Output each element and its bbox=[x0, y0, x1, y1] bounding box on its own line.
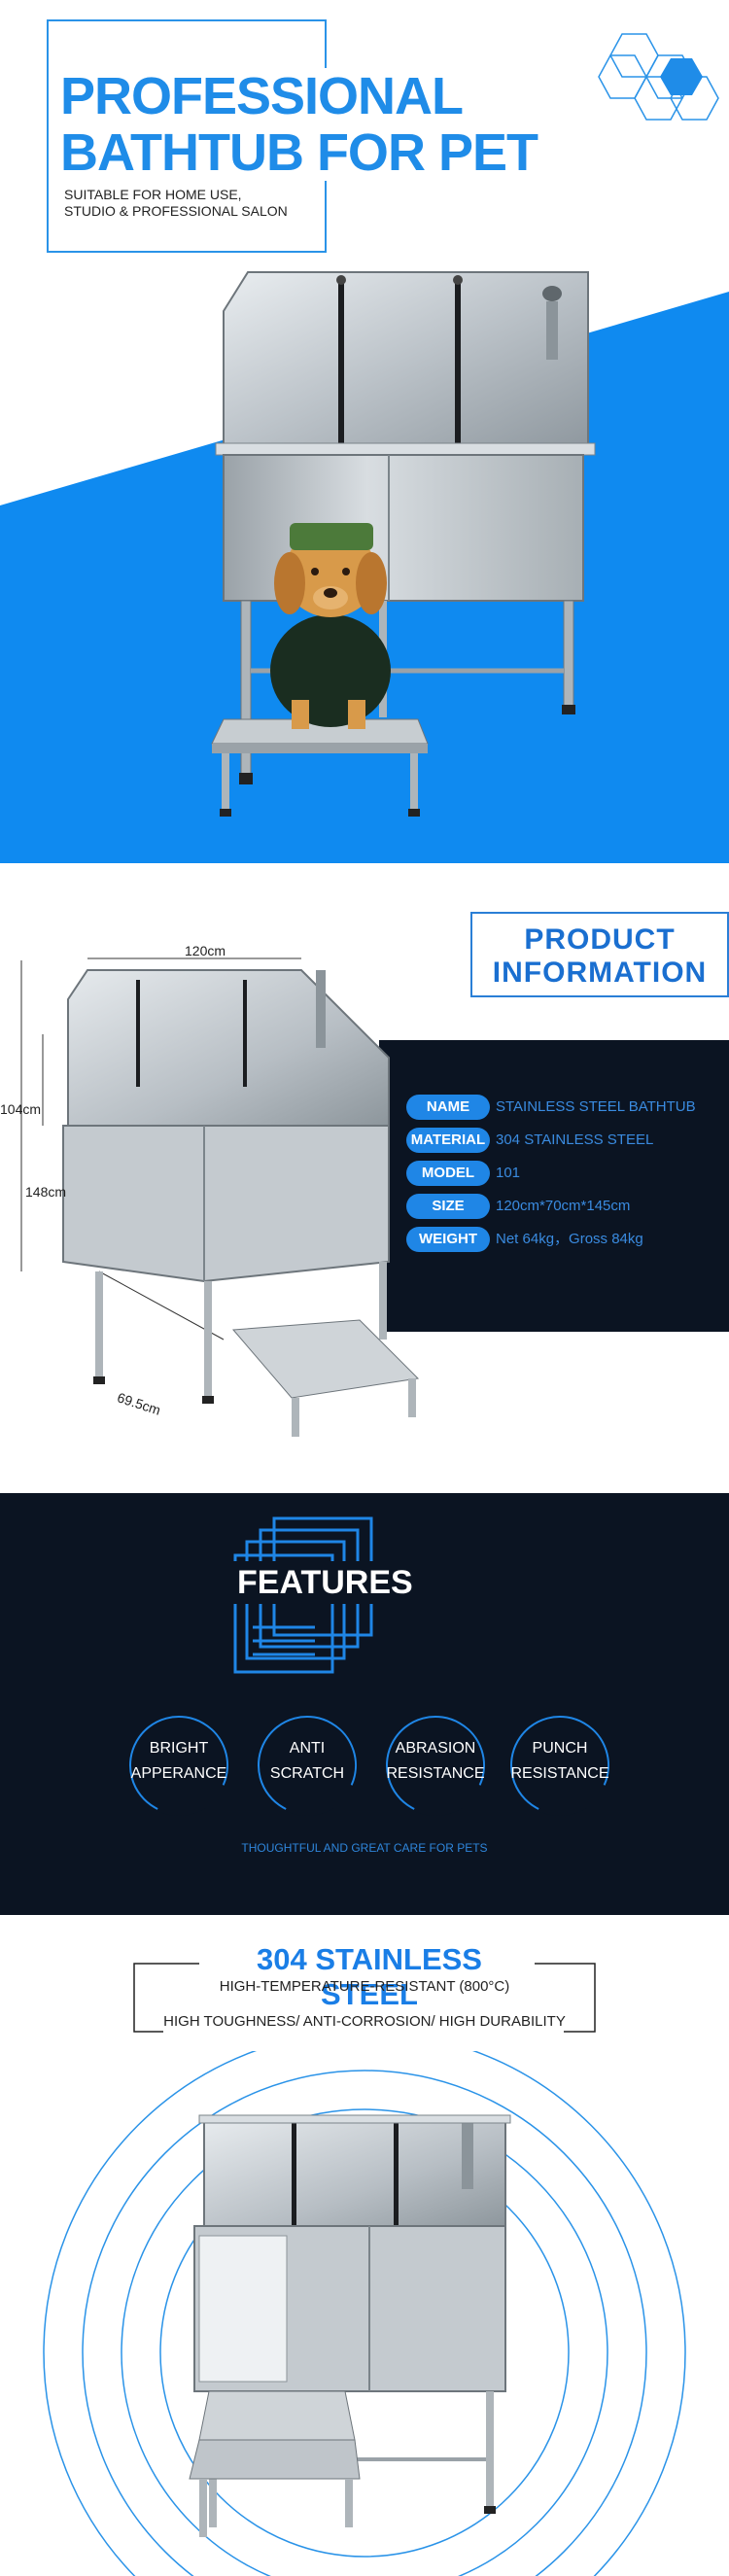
hero-title: PROFESSIONAL BATHTUB FOR PET bbox=[60, 68, 566, 181]
feature-line1: PUNCH bbox=[532, 1740, 588, 1757]
spec-row-name: NAME STAINLESS STEEL BATHTUB bbox=[406, 1095, 727, 1120]
hero-subtitle: SUITABLE FOR HOME USE, STUDIO & PROFESSI… bbox=[64, 187, 317, 220]
feature-text: ANTI SCRATCH bbox=[257, 1736, 358, 1787]
feature-bright-apperance: BRIGHT APPERANCE bbox=[128, 1715, 229, 1816]
feature-line1: ABRASION bbox=[395, 1740, 476, 1757]
bathtub-concentric-image bbox=[43, 2051, 686, 2576]
feature-text: BRIGHT APPERANCE bbox=[128, 1736, 229, 1787]
stainless-steel-section: 304 STAINLESS STEEL HIGH-TEMPERATURE-RES… bbox=[0, 1915, 729, 2576]
feature-line2: RESISTANCE bbox=[386, 1765, 485, 1782]
spec-label: MATERIAL bbox=[406, 1128, 490, 1153]
stainless-steel-line1: HIGH-TEMPERATURE-RESISTANT (800°C) bbox=[219, 1978, 510, 1995]
feature-ring-icon bbox=[258, 1716, 357, 1815]
product-information-title: PRODUCT INFORMATION bbox=[472, 923, 727, 990]
feature-line2: APPERANCE bbox=[130, 1765, 227, 1782]
feature-line2: SCRATCH bbox=[269, 1765, 345, 1782]
spec-label: NAME bbox=[406, 1095, 490, 1120]
spec-label: MODEL bbox=[406, 1161, 490, 1186]
feature-ring-icon bbox=[129, 1716, 228, 1815]
hero-subtitle-line1: SUITABLE FOR HOME USE, bbox=[64, 187, 242, 202]
feature-abrasion-resistance: ABRASION RESISTANCE bbox=[385, 1715, 486, 1816]
product-info-section: PRODUCT INFORMATION bbox=[0, 863, 729, 1493]
feature-line1: BRIGHT bbox=[149, 1740, 209, 1757]
info-dark-panel bbox=[379, 1040, 729, 1332]
feature-text: PUNCH RESISTANCE bbox=[509, 1736, 610, 1787]
spec-value: 101 bbox=[496, 1165, 521, 1181]
spec-row-material: MATERIAL 304 STAINLESS STEEL bbox=[406, 1128, 727, 1153]
feature-text: ABRASION RESISTANCE bbox=[385, 1736, 486, 1787]
spec-row-model: MODEL 101 bbox=[406, 1161, 727, 1186]
spec-value: Net 64kg，Gross 84kg bbox=[496, 1231, 643, 1247]
spec-value: 304 STAINLESS STEEL bbox=[496, 1131, 654, 1148]
info-title-line1: PRODUCT bbox=[524, 923, 676, 956]
spec-label: WEIGHT bbox=[406, 1227, 490, 1252]
feature-punch-resistance: PUNCH RESISTANCE bbox=[509, 1715, 610, 1816]
feature-ring-icon bbox=[510, 1716, 609, 1815]
product-information-title-box: PRODUCT INFORMATION bbox=[470, 912, 729, 997]
dimension-height-total: 148cm bbox=[25, 1184, 67, 1200]
hexagon-decoration-icon bbox=[598, 33, 719, 121]
title-frame-lines bbox=[133, 1963, 596, 2033]
features-section: FEATURES BRIGHT APPERANCE ANTI SCRATCH bbox=[0, 1493, 729, 1915]
dimension-width: 120cm bbox=[185, 943, 226, 958]
spec-value: 120cm*70cm*145cm bbox=[496, 1198, 631, 1214]
hero-subtitle-line2: STUDIO & PROFESSIONAL SALON bbox=[64, 203, 288, 219]
bathtub-with-dog-image bbox=[211, 271, 596, 817]
features-caption: THOUGHTFUL AND GREAT CARE FOR PETS bbox=[241, 1841, 488, 1855]
spec-value: STAINLESS STEEL BATHTUB bbox=[496, 1098, 696, 1115]
stainless-steel-line2: HIGH TOUGHNESS/ ANTI-CORROSION/ HIGH DUR… bbox=[163, 2013, 566, 2030]
spec-row-size: SIZE 120cm*70cm*145cm bbox=[406, 1194, 727, 1219]
hero-title-line2: BATHTUB FOR PET bbox=[60, 123, 538, 182]
feature-anti-scratch: ANTI SCRATCH bbox=[257, 1715, 358, 1816]
features-title: FEATURES bbox=[231, 1561, 416, 1604]
info-title-line2: INFORMATION bbox=[492, 957, 708, 989]
bathtub-dimension-image bbox=[20, 957, 420, 1437]
spec-label: SIZE bbox=[406, 1194, 490, 1219]
feature-line2: RESISTANCE bbox=[510, 1765, 609, 1782]
hero-section: PROFESSIONAL BATHTUB FOR PET SUITABLE FO… bbox=[0, 0, 729, 863]
spec-row-weight: WEIGHT Net 64kg，Gross 84kg bbox=[406, 1227, 727, 1252]
feature-ring-icon bbox=[386, 1716, 486, 1815]
dimension-height-tub: 104cm bbox=[0, 1101, 42, 1117]
stainless-steel-title: 304 STAINLESS STEEL bbox=[204, 1942, 535, 2012]
feature-line1: ANTI bbox=[289, 1740, 326, 1757]
hero-title-line1: PROFESSIONAL bbox=[60, 67, 464, 125]
